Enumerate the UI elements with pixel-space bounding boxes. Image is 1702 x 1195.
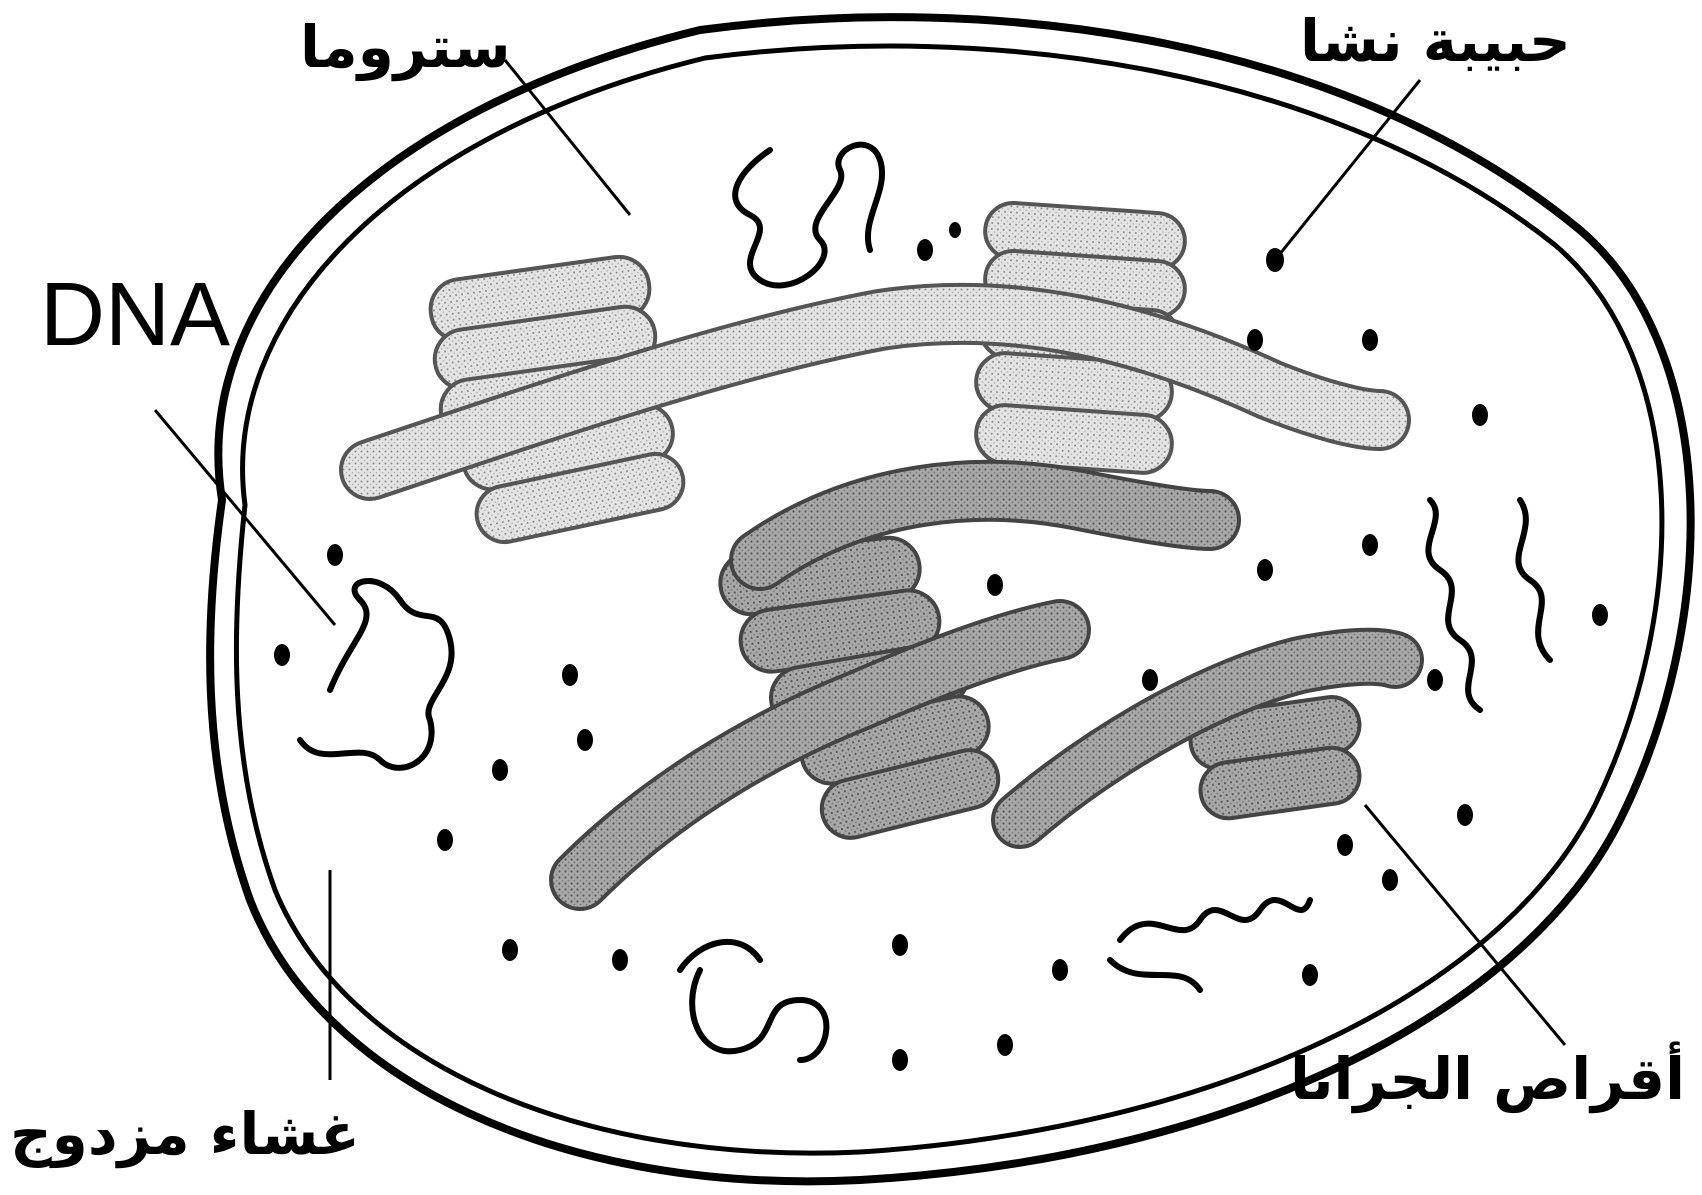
label-starch-granule: حبيبة نشا <box>1300 12 1571 70</box>
leader-grana <box>1365 805 1565 1045</box>
label-double-membrane: غشاء مزدوج <box>10 1105 360 1163</box>
outer-membrane <box>210 17 1691 1181</box>
label-grana: أقراص الجرانا <box>1290 1050 1685 1108</box>
label-stroma: ستروما <box>300 18 511 76</box>
label-dna: DNA <box>40 270 230 360</box>
